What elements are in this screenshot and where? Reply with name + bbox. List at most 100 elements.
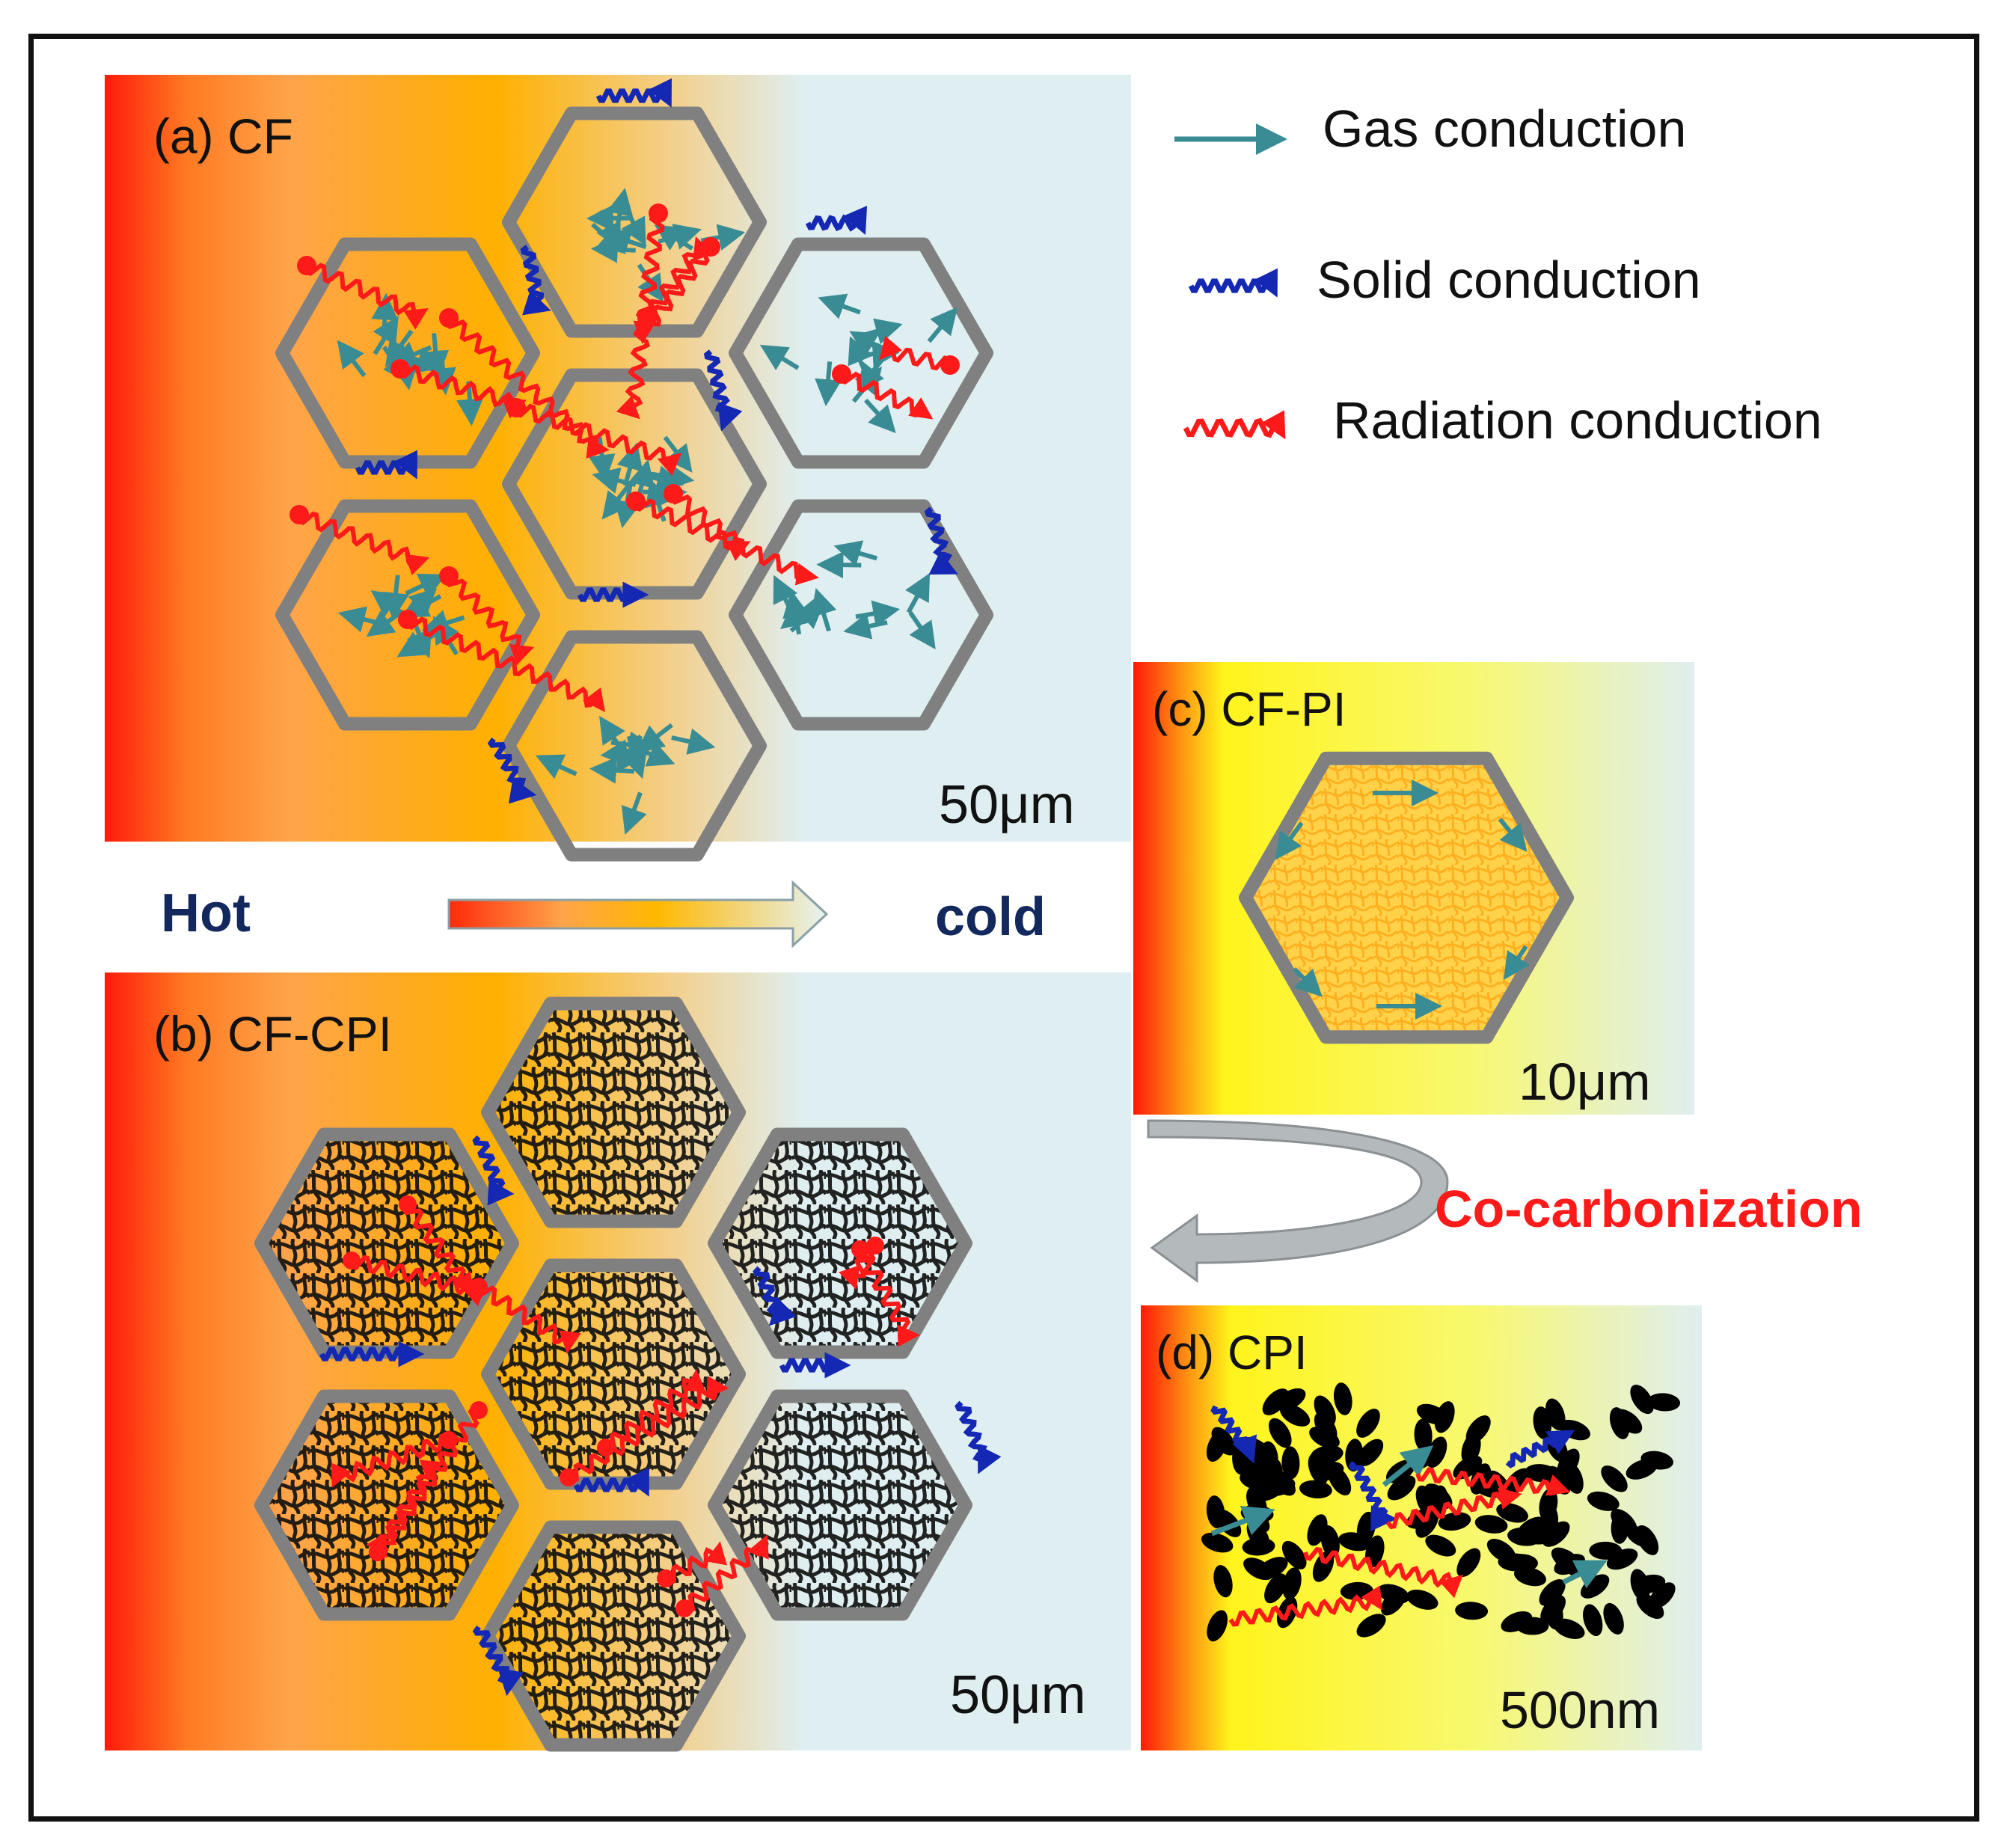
gas-conduction-arrow [1382, 1445, 1434, 1487]
carbon-particle [1587, 1491, 1620, 1511]
carbon-particle [1380, 1587, 1407, 1616]
gas-conduction-arrow [401, 592, 442, 618]
carbon-particle [1356, 1614, 1386, 1638]
solid-conduction-arrow [319, 1341, 425, 1367]
carbon-particle [1356, 1409, 1380, 1438]
gas-conduction-arrow [1275, 821, 1304, 860]
panel-b-label: (b) CF-CPI [153, 1006, 392, 1062]
carbon-particle [1416, 1403, 1448, 1425]
radiation-conduction-arrow [646, 236, 714, 322]
carbon-particle [1281, 1540, 1307, 1569]
gas-conduction-arrow [373, 316, 399, 355]
gas-conduction-arrow [636, 723, 673, 753]
gas-conduction-arrow [621, 791, 647, 835]
solid-conduction-arrow [805, 205, 868, 236]
carbon-particle [1213, 1565, 1233, 1598]
gas-conduction-arrow [601, 483, 631, 520]
gas-conduction-arrow [782, 589, 809, 635]
radiation-conduction-arrow [634, 498, 819, 586]
carbon-particle [1206, 1495, 1225, 1528]
pore-cell-wall [708, 1127, 972, 1359]
carbon-particle [1201, 1532, 1234, 1553]
legend-gas: Gas conduction [1323, 99, 1686, 158]
gas-conduction-arrow [833, 540, 878, 566]
carbon-aerogel-network [720, 1139, 960, 1347]
carbon-particle [1415, 1508, 1439, 1538]
carbon-particle [1553, 1618, 1585, 1639]
carbon-particle [1414, 1418, 1433, 1452]
gas-conduction-arrow [646, 478, 672, 522]
pore-cell-wall [1239, 751, 1574, 1044]
pore-cell-wall [708, 1389, 972, 1621]
carbon-particle [1540, 1595, 1566, 1623]
carbon-particle [1387, 1475, 1416, 1501]
carbon-particle [1268, 1418, 1292, 1448]
gas-conduction-arrow [927, 307, 958, 343]
hot-to-cold-arrow [447, 880, 829, 949]
pore-cell-wall [275, 499, 540, 731]
carbon-particle [1640, 1451, 1673, 1470]
carbon-particle [1406, 1589, 1439, 1610]
gas-conduction-arrow [671, 728, 716, 755]
panel-d-cpi-network [1201, 1382, 1681, 1642]
panel-b-honeycomb [254, 996, 1002, 1752]
gas-conduction-arrow [535, 754, 577, 779]
carbon-particle [1474, 1515, 1508, 1534]
carbon-particle [1262, 1388, 1289, 1415]
gas-conduction-arrow [422, 333, 450, 379]
carbon-particle [1603, 1602, 1624, 1635]
panel-a-background [105, 75, 1131, 842]
gas-conduction-arrow [818, 293, 861, 319]
solid-conduction-arrow [1505, 1430, 1575, 1468]
radiation-conduction-arrow [1228, 1585, 1382, 1627]
solid-conduction-arrow [355, 450, 417, 480]
radiation-conduction-arrow [670, 493, 751, 562]
carbon-particle [1281, 1446, 1300, 1480]
radiation-conduction-arrow [839, 371, 934, 420]
carbon-particle [1345, 1439, 1364, 1472]
panel-d-scale: 500nm [1500, 1681, 1660, 1739]
pore-cell-wall [729, 237, 993, 469]
carbon-particle [1310, 1445, 1344, 1464]
panel-c-cell [1239, 751, 1574, 1044]
radiation-conduction-arrow [683, 1534, 769, 1614]
carbon-aerogel-network [494, 1008, 733, 1216]
radiation-conduction-arrow [402, 1203, 474, 1296]
carbon-particle [1333, 1382, 1352, 1415]
gas-conduction-arrow [863, 398, 896, 434]
carbon-particle [1357, 1439, 1384, 1467]
solid-conduction-arrow [595, 78, 672, 108]
radiation-conduction-arrow [633, 243, 711, 344]
radiation-conduction-arrow [297, 511, 430, 576]
solid-conduction-arrow [1210, 1405, 1257, 1464]
pore-cell-wall [481, 996, 746, 1228]
gas-conduction-arrow [1498, 818, 1528, 852]
solid-conduction-arrow [472, 1625, 524, 1697]
gas-conduction-arrow [590, 236, 636, 263]
radiation-conduction-arrow [398, 364, 527, 419]
pore-cell-wall [729, 499, 993, 731]
carbon-particle [1539, 1579, 1566, 1606]
radiation-conduction-arrow [839, 1242, 876, 1290]
radiation-conduction-arrow [331, 1433, 451, 1488]
radiation-conduction-arrow [304, 263, 429, 330]
pore-cell-wall [502, 106, 767, 338]
radiation-conduction-arrow [1385, 1487, 1522, 1530]
pore-cell-wall [502, 630, 767, 862]
co-carbonization-arrow [1147, 1119, 1449, 1283]
solid-conduction-arrow [704, 349, 743, 432]
solid-conduction-arrow [577, 581, 649, 608]
pore-cell-wall [502, 368, 767, 600]
cold-label: cold [935, 887, 1046, 947]
gas-conduction-arrow [816, 551, 862, 579]
radiation-conduction-arrow [366, 1406, 480, 1558]
solid-conduction-arrow [472, 1135, 515, 1206]
solid-conduction-arrow [924, 506, 958, 575]
gas-conduction-arrow [815, 361, 842, 407]
radiation-conduction-arrow [514, 403, 682, 477]
radiation-conduction-arrow [1303, 1547, 1464, 1599]
gas-conduction-arrow [810, 587, 837, 632]
carbon-particle [1516, 1617, 1549, 1635]
carbon-particle [1456, 1548, 1481, 1578]
gas-conduction-arrow [1210, 1505, 1275, 1537]
